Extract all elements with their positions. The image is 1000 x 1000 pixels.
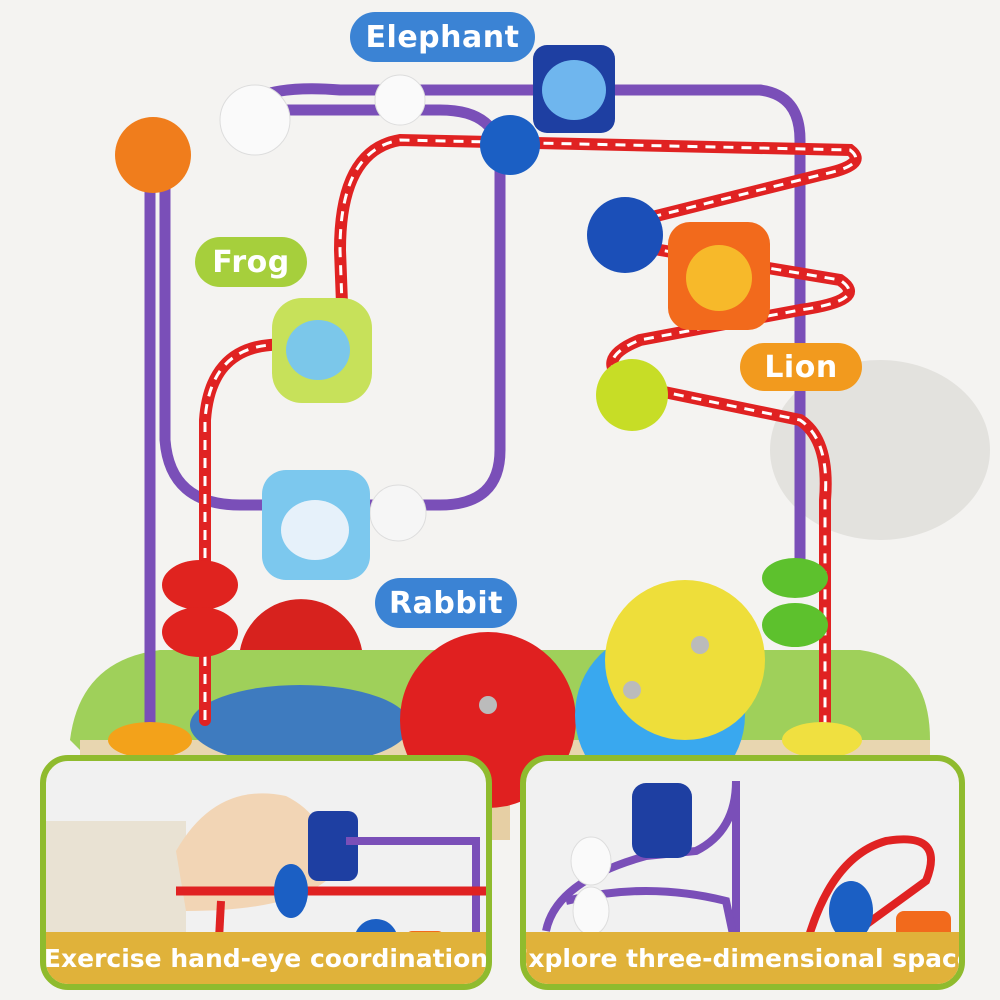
detail-panel-hand-eye: Exercise hand-eye coordination — [40, 755, 492, 990]
yellow-green-bead — [596, 359, 668, 431]
yellow-bead — [782, 722, 862, 758]
blue-bead — [587, 197, 663, 273]
caption-hand-eye: Exercise hand-eye coordination — [46, 932, 486, 984]
hand-holding-bead-photo — [46, 793, 486, 984]
white-bead — [369, 484, 427, 542]
blue-bead — [480, 115, 540, 175]
elephant-face — [542, 60, 606, 120]
base-pond — [190, 685, 410, 765]
gear-peg — [691, 636, 709, 654]
green-bead — [762, 558, 828, 598]
gear-peg — [479, 696, 497, 714]
green-bead — [762, 603, 828, 647]
red-bead — [162, 607, 238, 657]
white-bead — [219, 84, 291, 156]
rabbit-face — [281, 500, 349, 560]
detail-panel-3d-space: Explore three-dimensional space — [520, 755, 965, 990]
red-bead — [162, 560, 238, 610]
frog-face — [286, 320, 350, 380]
caption-3d-space: Explore three-dimensional space — [526, 932, 959, 984]
orange-bead — [115, 117, 191, 193]
white-bead — [374, 74, 426, 126]
label-frog: Frog — [195, 237, 307, 287]
orange-bead — [108, 722, 192, 758]
label-rabbit: Rabbit — [375, 578, 517, 628]
purple-wire-loop — [159, 104, 506, 511]
lion-face — [686, 245, 752, 311]
gear-peg — [623, 681, 641, 699]
yellow-gear — [605, 580, 765, 740]
label-lion: Lion — [740, 343, 862, 391]
label-elephant: Elephant — [350, 12, 535, 62]
red-half-disc — [240, 599, 362, 650]
